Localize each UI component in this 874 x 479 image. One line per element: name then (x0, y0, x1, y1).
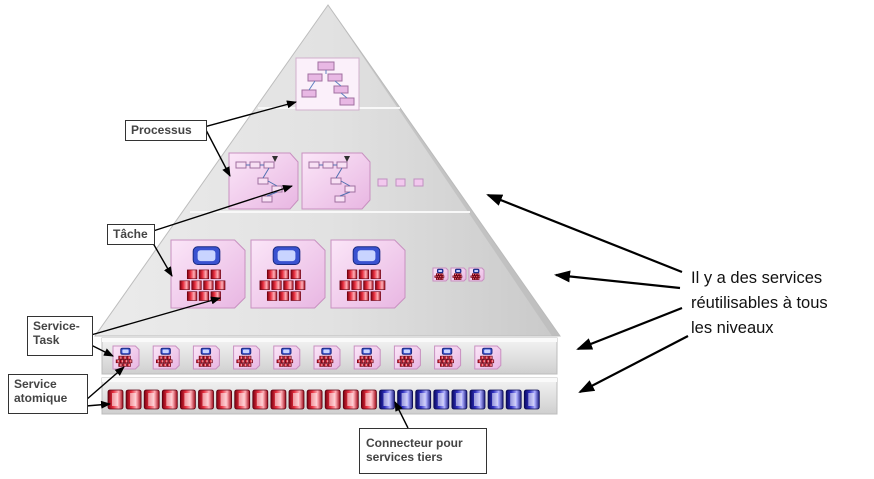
red-connector-3 (143, 389, 160, 410)
red-connector-13 (324, 389, 341, 410)
red-connector-4 (161, 389, 178, 410)
blue-connector-6 (469, 389, 486, 410)
note-line-2: réutilisables à tous (691, 294, 828, 312)
red-connector-10 (270, 389, 287, 410)
service-task-icon-8 (393, 345, 421, 370)
reuse-note: Il y a des services réutilisables à tous… (691, 266, 871, 341)
service-task-mini-icon-2 (450, 267, 467, 282)
process-diagram-icon (295, 57, 360, 111)
blue-connector-1 (379, 389, 395, 410)
red-connector-1 (107, 389, 124, 410)
note-line-3: les niveaux (691, 319, 774, 337)
blue-connector-3 (415, 389, 432, 410)
red-connector-8 (234, 389, 251, 410)
label-service-task: Service- Task (27, 316, 93, 356)
service-task-icon-9 (434, 345, 462, 370)
red-connector-5 (179, 389, 196, 410)
service-task-large-icon-2 (250, 239, 326, 309)
service-task-icon-7 (353, 345, 381, 370)
service-task-icon-6 (313, 345, 341, 370)
red-connector-11 (288, 389, 305, 410)
red-connector-15 (360, 389, 377, 410)
blue-connector-4 (433, 389, 450, 410)
service-task-icon-5 (273, 345, 301, 370)
blue-connector-7 (487, 389, 504, 410)
service-task-icon-4 (233, 345, 261, 370)
label-pointer-lines (85, 100, 409, 429)
note-line-1: Il y a des services (691, 269, 823, 287)
blue-connector-2 (397, 389, 414, 410)
reuse-arrows (486, 193, 689, 393)
service-task-large-icon-1 (170, 239, 246, 309)
service-task-icon-10 (474, 345, 502, 370)
blue-connector-5 (451, 389, 468, 410)
service-task-mini-icons (432, 267, 485, 282)
service-task-icon-row (112, 345, 502, 370)
task-diagram-mini-icons (377, 178, 424, 187)
label-connecteur: Connecteur pour services tiers (359, 428, 487, 474)
task-diagram-1 (228, 152, 299, 210)
service-task-icon-2 (152, 345, 180, 370)
service-task-icon-3 (192, 345, 220, 370)
service-task-mini-icon-3 (468, 267, 485, 282)
task-diagram-2 (301, 152, 371, 210)
task-diagram-icons (228, 152, 424, 210)
red-connector-9 (252, 389, 269, 410)
red-connector-6 (198, 389, 214, 410)
service-task-mini-icon-1 (432, 267, 449, 282)
blue-connector-9 (523, 389, 540, 410)
blue-connector-8 (505, 389, 522, 410)
service-task-icon-1 (112, 345, 140, 370)
label-processus: Processus (125, 120, 207, 141)
red-connector-12 (306, 389, 323, 410)
service-task-large-icons (170, 239, 406, 309)
label-service-atomique: Service atomique (8, 374, 88, 414)
connector-row (107, 389, 540, 410)
red-connector-2 (125, 389, 142, 410)
label-tache: Tâche (107, 224, 155, 245)
red-connector-14 (342, 389, 359, 410)
red-connector-7 (216, 389, 233, 410)
service-task-large-icon-3 (330, 239, 406, 309)
